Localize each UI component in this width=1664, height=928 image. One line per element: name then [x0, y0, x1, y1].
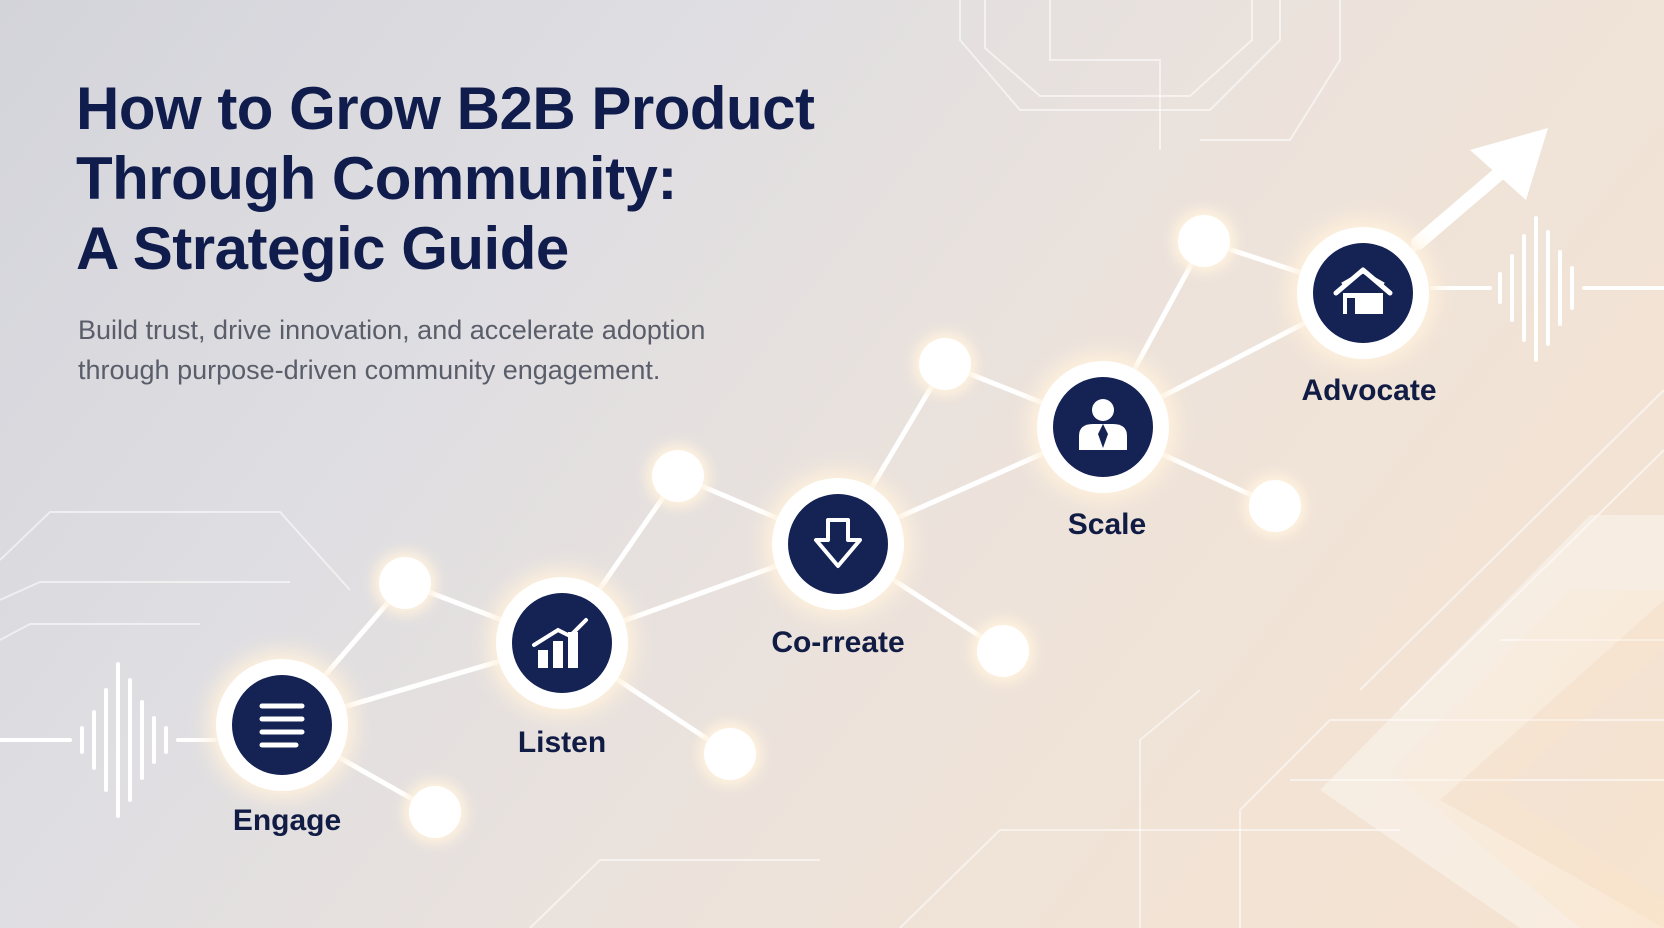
stage-label-scale: Scale	[1067, 508, 1147, 541]
sound-wave-right	[1430, 216, 1664, 362]
page-subtitle: Build trust, drive innovation, and accel…	[78, 310, 705, 390]
stage-node-co-create	[764, 470, 912, 618]
satellite-node	[919, 338, 971, 390]
page-title: How to Grow B2B Product Through Communit…	[76, 74, 815, 284]
satellite-node	[1249, 480, 1301, 532]
title-line-1: How to Grow B2B Product	[76, 75, 815, 142]
chevron-decoration	[1320, 515, 1664, 928]
subtitle-line-1: Build trust, drive innovation, and accel…	[78, 315, 706, 345]
title-line-2: Through Community:	[76, 145, 677, 212]
house-icon	[1333, 267, 1393, 314]
satellite-node	[652, 450, 704, 502]
subtitle-line-2: through purpose-driven community engagem…	[78, 355, 661, 385]
person-icon	[1079, 399, 1127, 450]
stage-node-advocate	[1289, 219, 1437, 367]
stage-label-engage: Engage	[232, 804, 342, 837]
stage-node-scale	[1029, 353, 1177, 501]
growth-arrow-head-icon	[1411, 128, 1548, 250]
satellite-node	[977, 625, 1029, 677]
stage-label-listen: Listen	[517, 726, 607, 759]
satellite-node	[409, 786, 461, 838]
satellite-node	[1178, 215, 1230, 267]
sound-wave-left	[0, 662, 217, 818]
satellite-node	[379, 557, 431, 609]
stage-label-co-create: Co-rreate	[771, 626, 905, 659]
stage-node-listen	[488, 569, 636, 717]
title-line-3: A Strategic Guide	[76, 215, 569, 282]
satellite-node	[704, 728, 756, 780]
down-arrow-icon	[814, 518, 862, 568]
bar-chart-icon	[532, 618, 588, 668]
stage-label-advocate: Advocate	[1301, 374, 1437, 407]
satellite-nodes	[373, 209, 1307, 844]
stage-node-engage	[208, 651, 356, 799]
document-lines-icon	[259, 703, 305, 748]
